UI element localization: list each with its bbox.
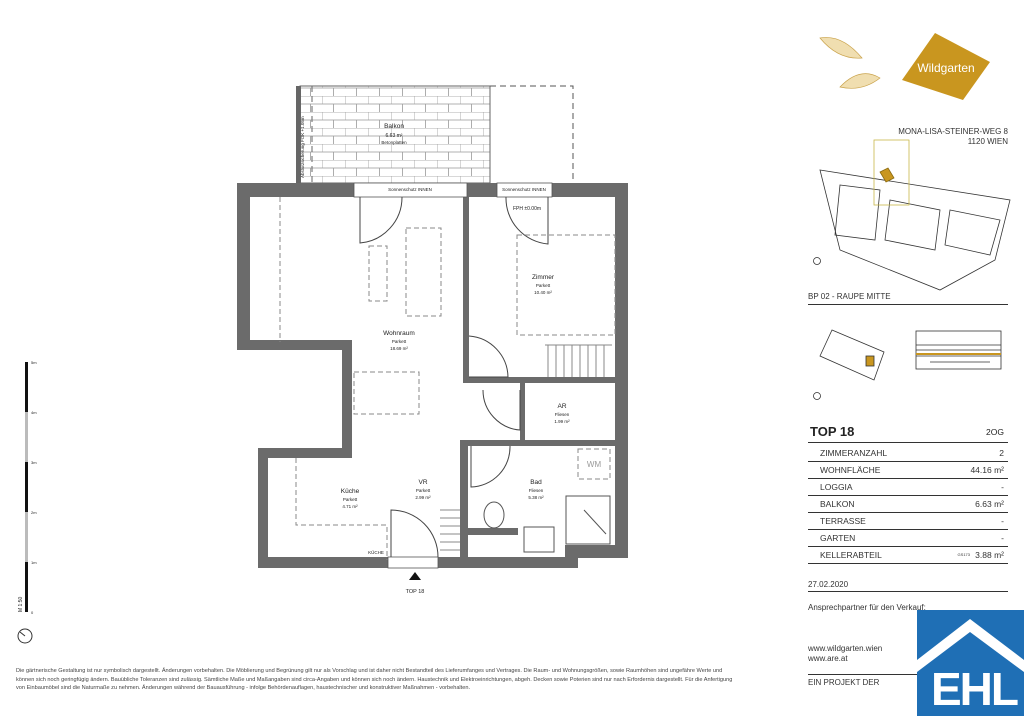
link-are[interactable]: www.are.at [808, 654, 848, 663]
leaf-icon [819, 37, 881, 89]
room-floor: Parkett [392, 339, 407, 344]
address-street: MONA-LISA-STEINER-WEG 8 [898, 127, 1008, 136]
unit-floor: 2OG [986, 427, 1004, 437]
row-label: WOHNFLÄCHE [820, 465, 881, 475]
washing-machine-label: WM [587, 460, 602, 469]
room-name: VR [418, 479, 427, 486]
unit-row: BALKON 6.63 m² [808, 496, 1008, 513]
storage-note: GS173 [957, 552, 970, 557]
room-floor: Fliesen [555, 412, 570, 417]
address-city: 1120 WIEN [967, 137, 1008, 146]
room-name: AR [557, 403, 566, 410]
row-value: 44.16 m² [970, 465, 1004, 475]
row-value: - [1001, 533, 1004, 543]
room-name: Bad [530, 479, 542, 486]
balcony-area: 6.63 m² [386, 133, 403, 139]
ehl-text: EHL [931, 663, 1019, 715]
unit-row: ZIMMERANZAHL 2 [808, 445, 1008, 462]
scale-tick: 5m [31, 360, 37, 365]
contact-label: Ansprechpartner für den Verkauf: [808, 603, 926, 612]
railing-note: Absturzsicherung FOK +1.05m [300, 116, 305, 178]
disclaimer: Die gärtnerische Gestaltung ist nur symb… [16, 668, 733, 692]
row-value: - [1001, 482, 1004, 492]
row-value: - [1001, 516, 1004, 526]
row-label: TERRASSE [820, 516, 866, 526]
unit-row: WOHNFLÄCHE 44.16 m² [808, 462, 1008, 479]
scale-bar: 0 1m 2m 3m 4m 5m M 1:50 [17, 360, 37, 644]
room-floor: Parkett [343, 497, 358, 502]
sunshade-label-1: Sonnenschutz INNEN [388, 187, 432, 192]
row-label: LOGGIA [820, 482, 853, 492]
unit-title: TOP 18 [810, 424, 855, 439]
room-floor: Parkett [536, 283, 551, 288]
windows [353, 182, 553, 569]
sunshade-label-2: Sonnenschutz INNEN [502, 187, 546, 192]
unit-row: KELLERABTEIL GS173 3.88 m² [808, 547, 1008, 564]
site-map [813, 139, 1011, 291]
room-area: 4.71 m² [342, 504, 358, 509]
balcony-name: Balkon [384, 123, 404, 130]
room-name: Zimmer [532, 274, 555, 281]
row-value: 3.88 m² [975, 550, 1004, 560]
row-value: 6.63 m² [975, 499, 1004, 509]
project-by-label: EIN PROJEKT DER [808, 678, 880, 687]
unit-row: LOGGIA - [808, 479, 1008, 496]
room-name: Küche [341, 488, 360, 495]
room-area: 10.40 m² [534, 290, 552, 295]
building-map [813, 329, 1002, 400]
room-area: 2.99 m² [415, 495, 431, 500]
walls [237, 183, 628, 568]
plan-date: 27.02.2020 [808, 580, 1008, 592]
row-value: 2 [999, 448, 1004, 458]
scale-tick: 2m [31, 510, 37, 515]
logo-text: Wildgarten [917, 61, 974, 75]
scale-tick: 3m [31, 460, 37, 465]
balcony [296, 85, 574, 184]
floor-plan: Balkon 6.63 m² Betonplatten Absturzsiche… [17, 85, 628, 644]
balcony-floor: Betonplatten [381, 140, 407, 145]
room-area: 1.99 m² [554, 419, 570, 424]
link-wildgarten[interactable]: www.wildgarten.wien [808, 644, 883, 653]
scale-tick: 4m [31, 410, 37, 415]
room-name: Wohnraum [383, 330, 415, 337]
fph-label: FPH ±0.00m [513, 206, 541, 212]
room-floor: Fliesen [529, 488, 544, 493]
door-swings [359, 196, 549, 558]
sidebar-graphics: Wildgarten [813, 33, 1011, 400]
row-label: BALKON [820, 499, 855, 509]
building-label: BP 02 - RAUPE MITTE [808, 292, 1008, 305]
ehl-logo: EHL [917, 610, 1024, 716]
entrance-arrow-icon [409, 572, 421, 580]
scale-tick: 1m [31, 560, 37, 565]
scale-tick: 0 [31, 610, 34, 615]
bathroom-fixtures [483, 495, 611, 553]
north-arrow-icon [17, 628, 33, 644]
kitchen-tag: KÜCHE [368, 549, 384, 555]
stairs [440, 344, 612, 551]
scale-label: M 1:50 [18, 596, 24, 612]
row-label: GARTEN [820, 533, 856, 543]
row-label: KELLERABTEIL [820, 550, 882, 560]
unit-row: TERRASSE - [808, 513, 1008, 530]
wildgarten-logo [902, 33, 990, 100]
entrance-label: TOP 18 [406, 589, 425, 595]
row-label: ZIMMERANZAHL [820, 448, 888, 458]
room-area: 5.38 m² [528, 495, 544, 500]
unit-row: GARTEN - [808, 530, 1008, 547]
room-floor: Parkett [416, 488, 431, 493]
room-area: 18.69 m² [390, 346, 408, 351]
furniture [279, 197, 616, 560]
